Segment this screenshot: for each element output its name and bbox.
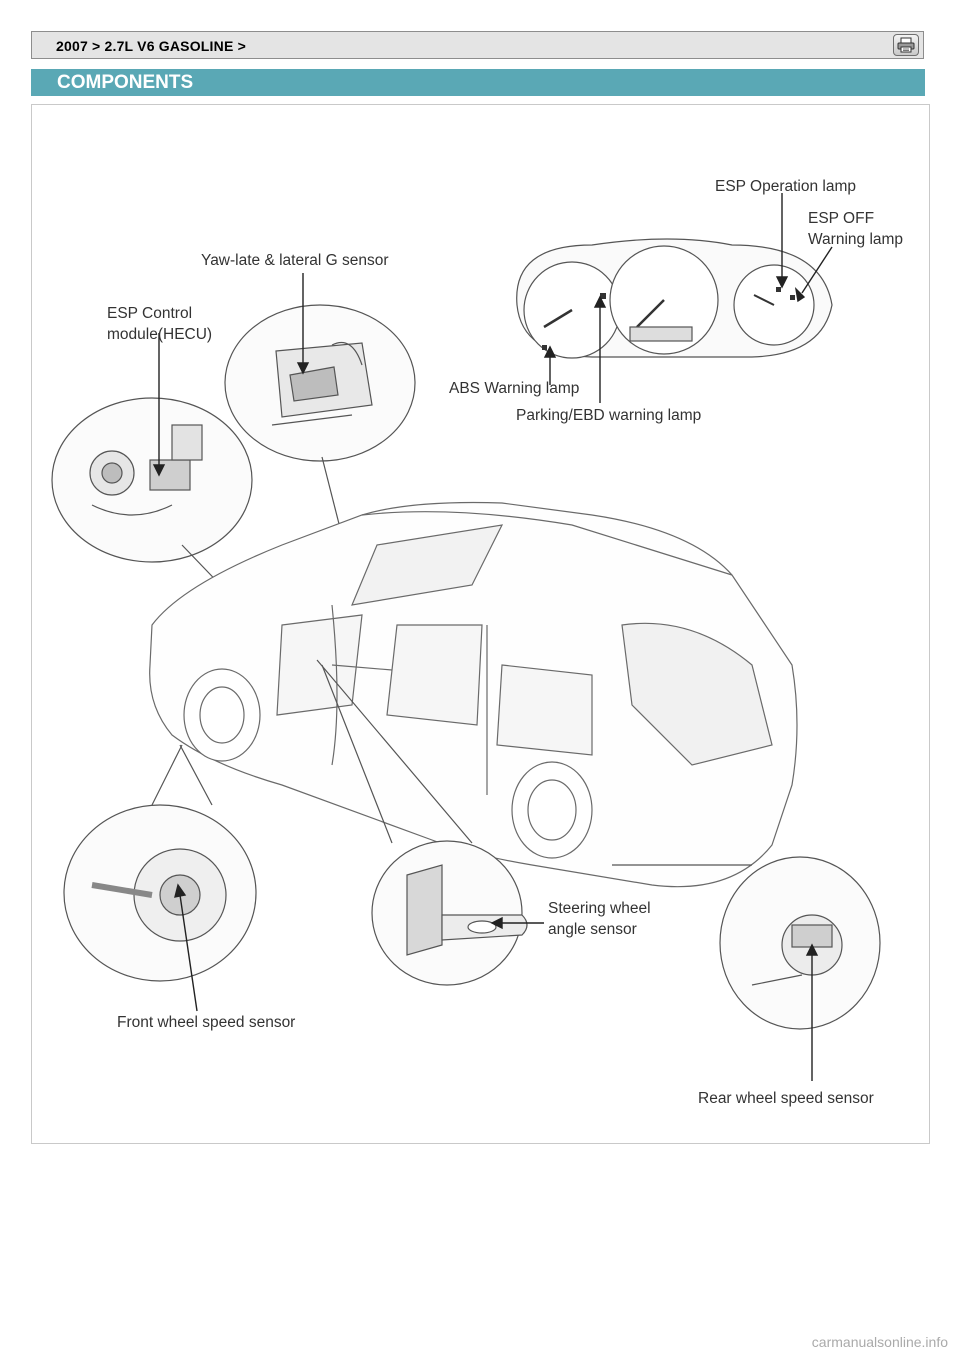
label-esp-off-warning-lamp: ESP OFF Warning lamp <box>808 210 904 248</box>
section-title: COMPONENTS <box>57 72 194 93</box>
label-steering-angle-sensor: Steering wheel angle sensor <box>548 900 651 938</box>
components-figure: ESP Operation lamp ESP OFF Warning lamp … <box>31 104 930 1144</box>
label-parking-ebd-lamp: Parking/EBD warning lamp <box>516 407 702 424</box>
yaw-sensor-callout <box>224 304 416 576</box>
steering-sensor-callout <box>316 659 528 986</box>
label-esp-control-module: ESP Control module(HECU) <box>107 305 213 343</box>
breadcrumb-bar: 2007 > 2.7L V6 GASOLINE > <box>31 31 924 59</box>
label-esp-operation-lamp: ESP Operation lamp <box>715 178 857 195</box>
label-abs-warning-lamp: ABS Warning lamp <box>449 380 580 397</box>
printer-icon <box>897 37 915 53</box>
leader-lines <box>152 193 833 1081</box>
instrument-cluster-illustration <box>516 238 833 359</box>
section-header: COMPONENTS <box>31 69 925 96</box>
label-rear-wheel-sensor: Rear wheel speed sensor <box>698 1090 874 1107</box>
watermark: carmanualsonline.info <box>811 1334 948 1350</box>
front-wheel-callout <box>63 744 257 982</box>
label-front-wheel-sensor: Front wheel speed sensor <box>117 1014 296 1031</box>
breadcrumb[interactable]: 2007 > 2.7L V6 GASOLINE > <box>56 38 246 54</box>
esp-module-callout <box>51 397 253 596</box>
label-yaw-sensor: Yaw-late & lateral G sensor <box>201 252 389 269</box>
vehicle-illustration <box>149 501 798 888</box>
vehicle-diagram <box>51 193 881 1081</box>
print-button[interactable] <box>893 34 919 56</box>
